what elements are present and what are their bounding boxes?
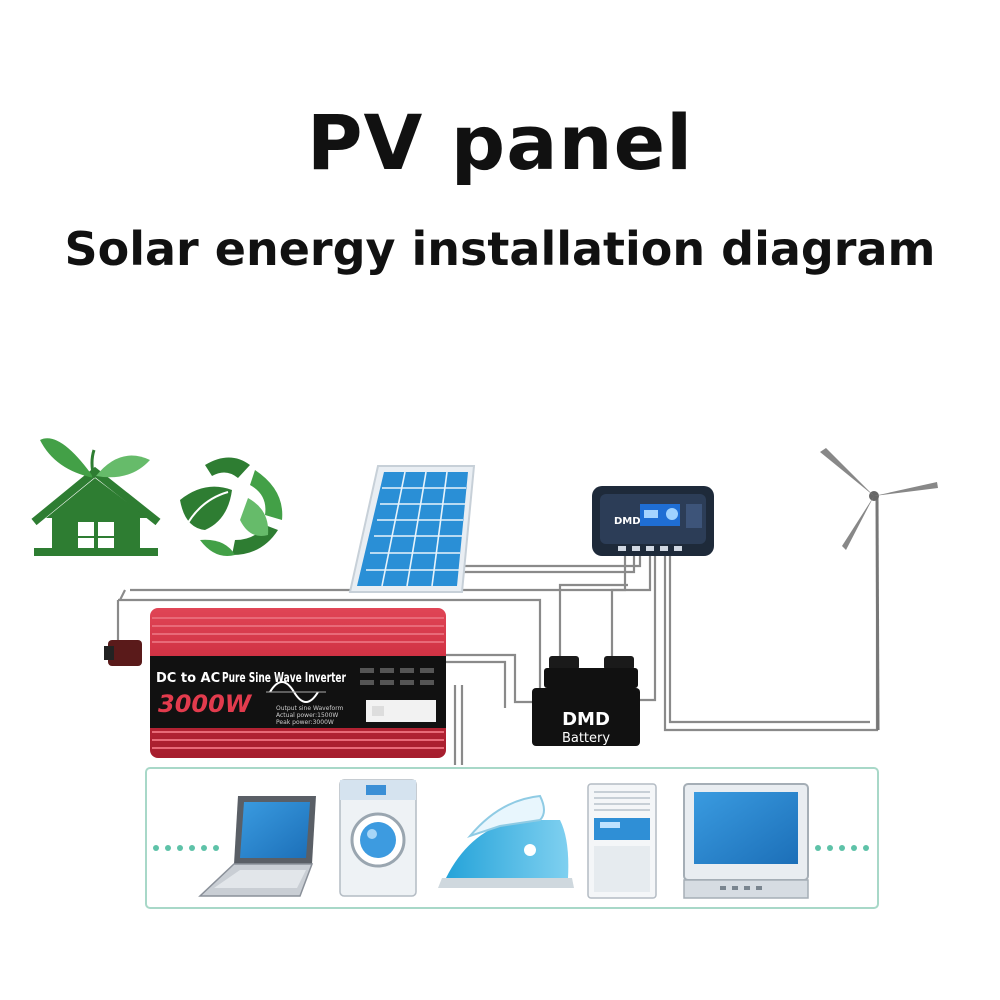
- page-subtitle: Solar energy installation diagram: [64, 222, 936, 276]
- inverter-wave-label: Pure Sine Wave Inverter: [222, 671, 346, 686]
- inverter-type-label: DC to AC: [156, 671, 220, 686]
- inverter-spec-line-2: Actual power:1500W: [276, 712, 338, 719]
- washing-machine-icon: [339, 779, 417, 897]
- air-conditioner-icon: [587, 783, 657, 899]
- battery-label: Battery: [562, 731, 610, 746]
- charge-controller-icon: DMD: [592, 486, 714, 556]
- wind-turbine-icon: [820, 448, 938, 731]
- house-leaf-icon: [31, 438, 161, 556]
- inverter-power-label: 3000W: [158, 690, 253, 718]
- laptop-icon: [198, 796, 316, 897]
- recycle-leaves-icon: [180, 457, 283, 556]
- dotted-connector-left: [153, 845, 219, 851]
- battery-icon: DMD Battery: [532, 656, 640, 746]
- inverter-spec-line-1: Output sine Waveform: [276, 705, 344, 712]
- inverter-spec-line-3: Peak power:3000W: [276, 719, 334, 726]
- inverter-icon: DC to AC Pure Sine Wave Inverter 3000W O…: [104, 608, 446, 758]
- battery-brand: DMD: [562, 709, 610, 730]
- dotted-connector-right: [815, 845, 869, 851]
- controller-brand: DMD: [614, 516, 641, 527]
- iron-icon: [438, 794, 574, 888]
- page-title: PV panel: [306, 98, 694, 187]
- monitor-icon: [683, 783, 809, 899]
- solar-panel-icon: [348, 465, 476, 593]
